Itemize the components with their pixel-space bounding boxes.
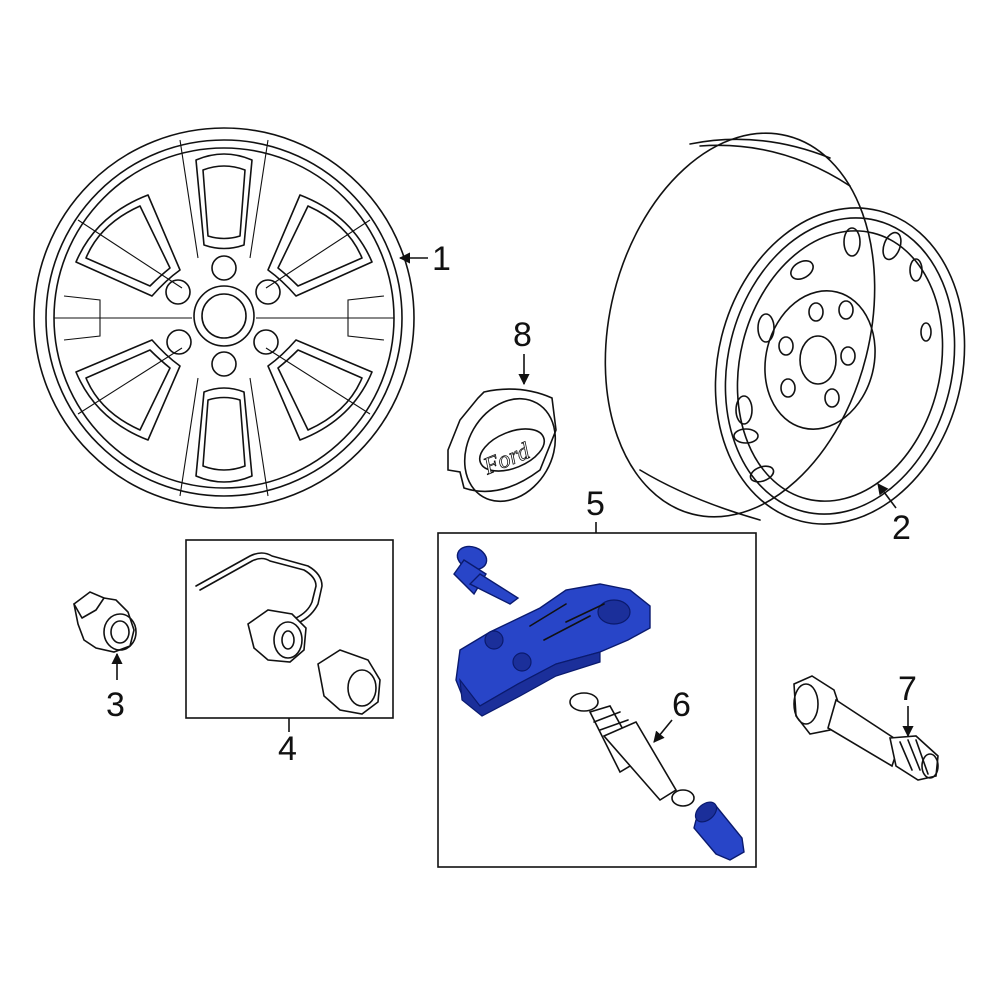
callout-6: 6 — [672, 686, 691, 724]
tpms-sensor-screw[interactable] — [453, 543, 520, 605]
tpms-valve-cap[interactable] — [692, 798, 745, 861]
tpms-sensor-kit-box — [437, 532, 757, 868]
wheel-lock-kit[interactable] — [195, 552, 381, 715]
lug-nut[interactable] — [73, 591, 137, 653]
tpms-valve-stem[interactable] — [569, 692, 695, 807]
callout-5: 5 — [586, 485, 605, 523]
callout-3: 3 — [106, 686, 125, 724]
center-cap[interactable]: Ford — [447, 382, 574, 518]
callout-6-leader — [653, 719, 673, 743]
callout-2: 2 — [892, 509, 911, 547]
callout-8: 8 — [513, 316, 532, 354]
callout-2-leader — [877, 483, 897, 509]
callout-4: 4 — [278, 730, 297, 768]
alloy-wheel[interactable] — [33, 127, 415, 509]
tpms-sensor[interactable] — [455, 583, 651, 717]
valve-stem[interactable] — [793, 675, 939, 781]
callout-1: 1 — [432, 240, 451, 278]
spare-wheel[interactable] — [567, 104, 997, 550]
callout-7: 7 — [898, 670, 917, 708]
